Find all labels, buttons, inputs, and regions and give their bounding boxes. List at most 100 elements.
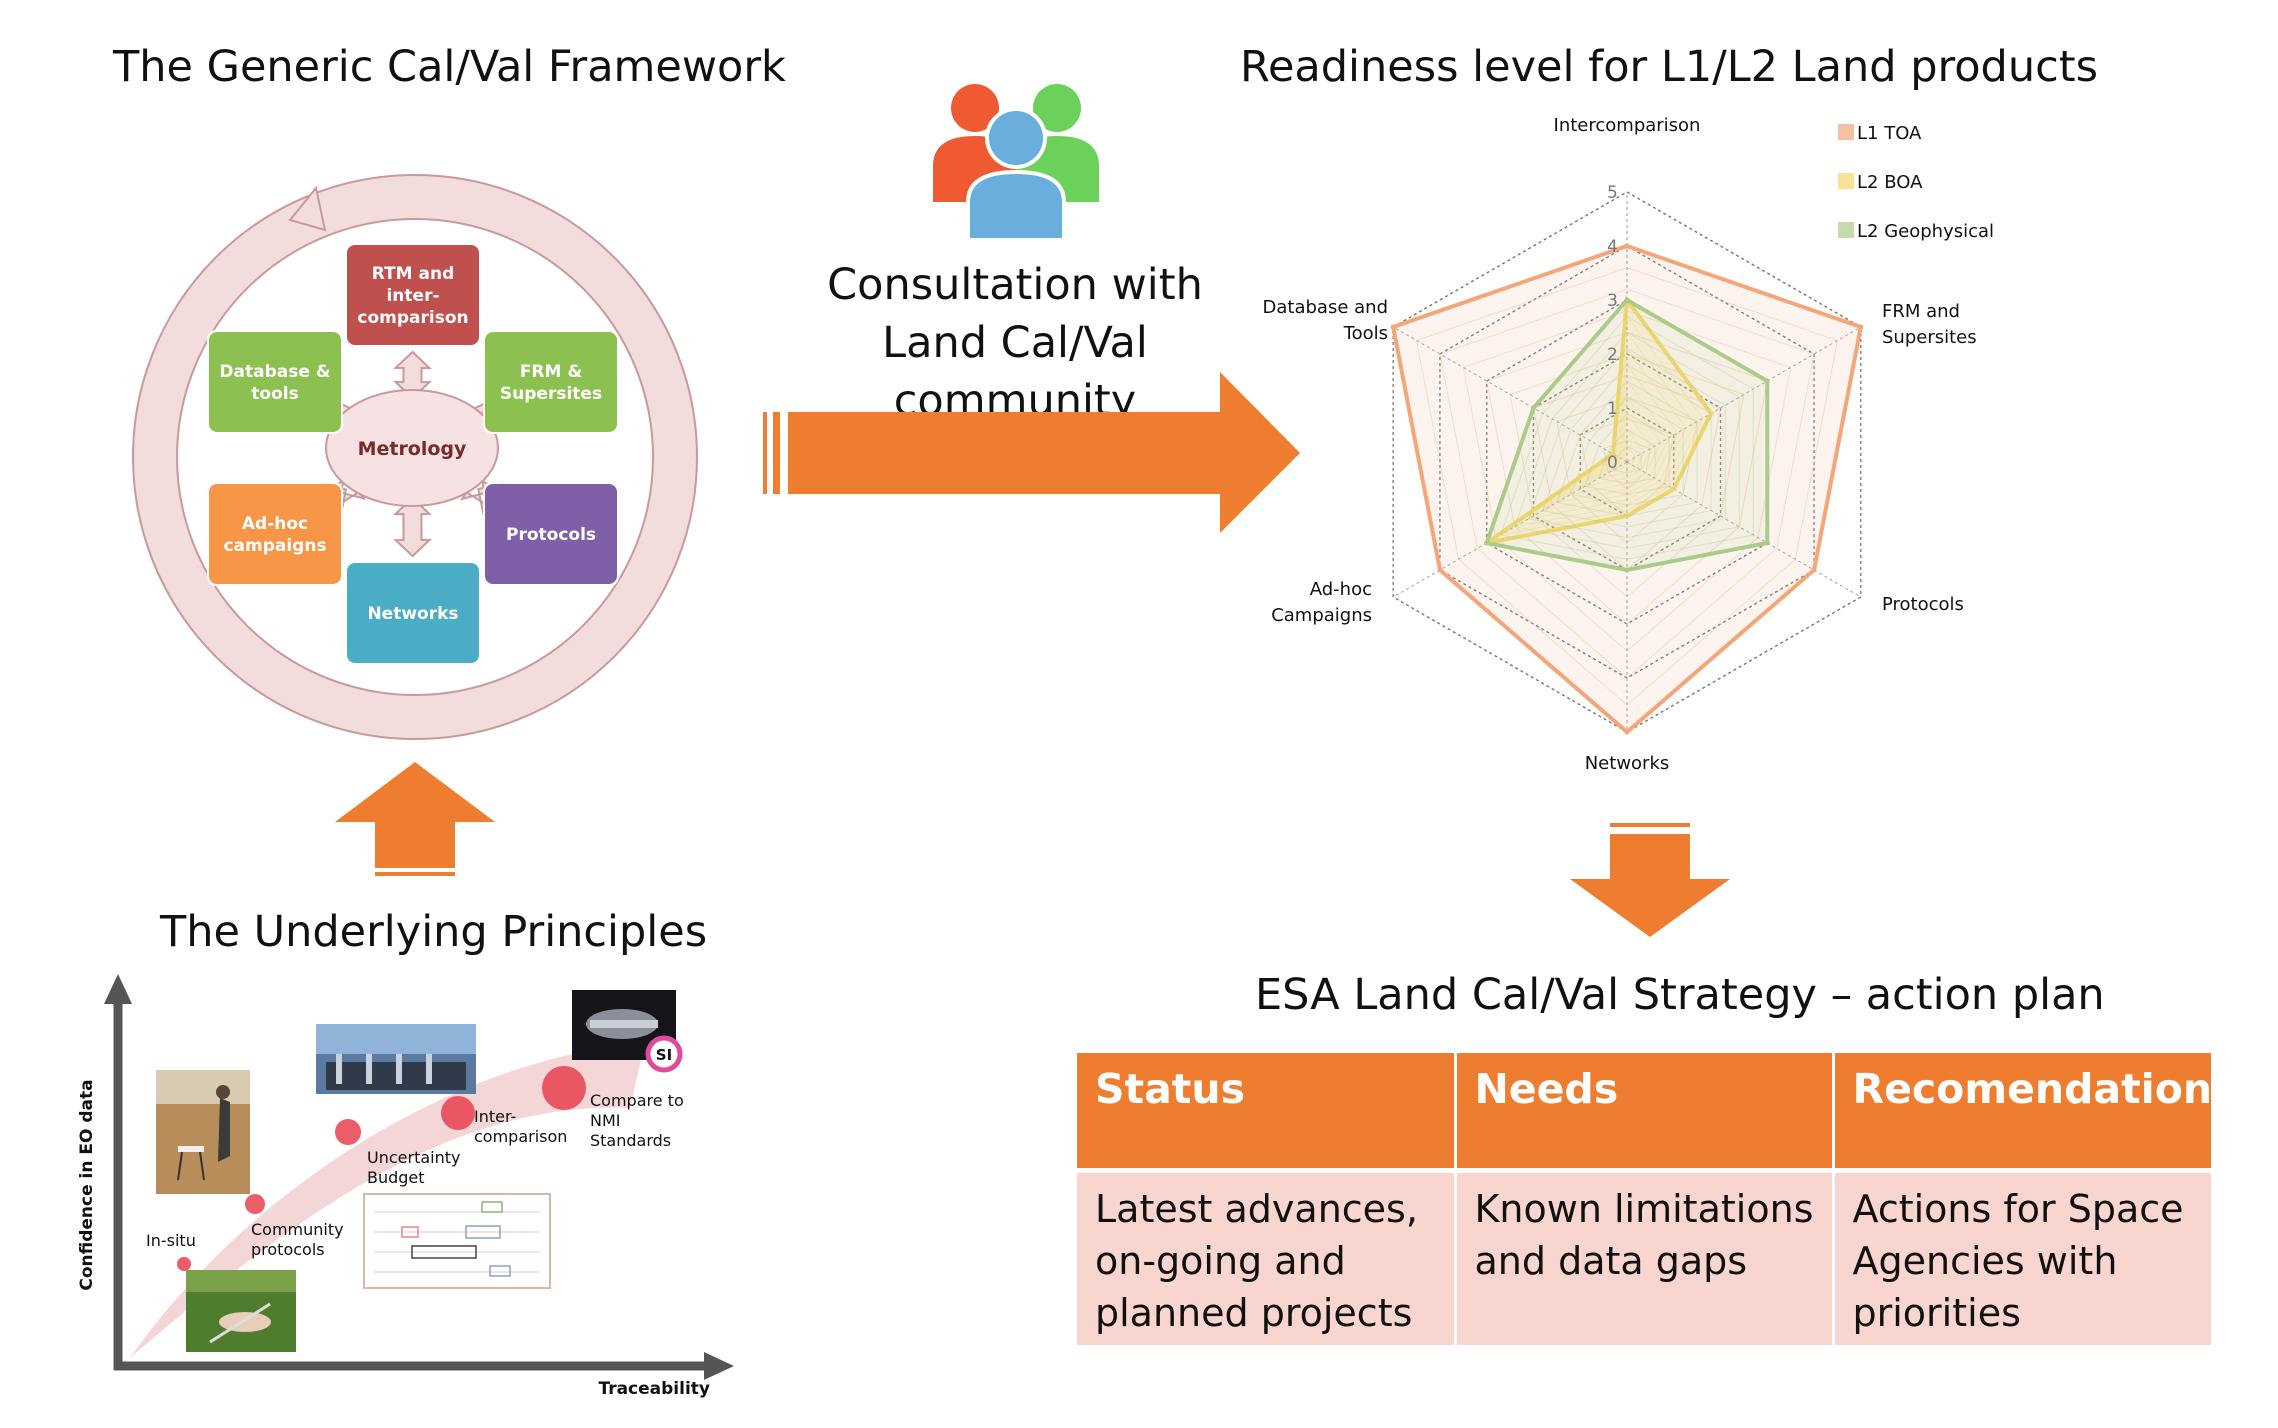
node-box (485, 484, 617, 584)
step-marker-icon (177, 1257, 191, 1271)
double-arrow-icon (392, 350, 433, 400)
radar-point (1624, 729, 1630, 735)
radar-point (1484, 540, 1490, 546)
step-marker-icon (335, 1119, 361, 1145)
framework-node-database: Database &tools (207, 330, 343, 434)
step-label-line: protocols (251, 1240, 325, 1259)
step-label-line: NMI (590, 1111, 621, 1130)
legend-label: L2 BOA (1857, 172, 1923, 193)
y-axis-arrowhead-icon (104, 974, 132, 1004)
radar-point (1764, 378, 1770, 384)
radar-point (1610, 451, 1616, 457)
radar-axis-label: Networks (1585, 753, 1670, 774)
principles-diagram: Confidence in EO data Traceability SI (77, 974, 734, 1399)
step-marker-icon (542, 1066, 586, 1110)
table-header-row: Status Needs Recomendations (1077, 1053, 2237, 1173)
radar-point (1624, 567, 1630, 573)
x-axis-arrowhead-icon (704, 1352, 734, 1380)
step-label-line: comparison (474, 1127, 567, 1146)
radar-axis-label: Supersites (1882, 327, 1977, 348)
legend-label: L1 TOA (1857, 123, 1922, 144)
radar-series-fill-ring (1556, 380, 1698, 517)
cell-line: planned projects (1095, 1290, 1413, 1335)
radar-axis-label: Tools (1343, 323, 1388, 344)
radar-series-fill-ring (1439, 288, 1815, 679)
consultation-line-1: Consultation with (827, 260, 1203, 310)
double-arrow-icon (392, 496, 433, 558)
legend-swatch (1838, 173, 1854, 189)
step-label-line: Community (251, 1220, 344, 1239)
cell-line: priorities (1852, 1290, 2021, 1335)
header-recommendations: Recomendations (1833, 1053, 2237, 1173)
radar-axis-label: Campaigns (1271, 605, 1372, 626)
radar-axis-label: Intercomparison (1554, 115, 1701, 136)
radar-tick-label: 3 (1607, 291, 1618, 311)
metrology-ellipse (325, 389, 499, 507)
lab-instrument-photo: SI (572, 990, 683, 1073)
cell-line: on-going and (1095, 1238, 1346, 1283)
node-label-line: FRM & (520, 362, 583, 382)
legend-label: L2 Geophysical (1857, 221, 1994, 242)
header-status: Status (1077, 1053, 1457, 1173)
grass-sampling-photo (186, 1270, 296, 1352)
ring-arrowhead-icon (288, 185, 327, 232)
radar-axis-label: Ad-hoc (1310, 579, 1372, 600)
framework-node-protocols: Protocols (483, 482, 619, 586)
desert-fieldwork-photo (156, 1070, 250, 1194)
node-label-line: Networks (367, 604, 458, 624)
node-box (209, 332, 341, 432)
step-marker-icon (441, 1096, 475, 1130)
readiness-title: Readiness level for L1/L2 Land products (1240, 42, 2098, 92)
cell-line: Latest advances, (1095, 1186, 1418, 1231)
radar-series-fill-ring (1570, 395, 1662, 495)
radar-series-fill-ring (1612, 444, 1637, 471)
down-arrow (1570, 823, 1730, 937)
legend-swatch (1838, 222, 1854, 238)
cell-recommendations: Actions for Space Agencies with prioriti… (1833, 1170, 2211, 1345)
radar-series-fill-ring (1556, 396, 1698, 544)
principles-swoosh (130, 1042, 645, 1358)
up-arrow (335, 762, 495, 876)
radar-series-fill-ring (1462, 310, 1792, 652)
header-needs: Needs (1455, 1053, 1835, 1173)
step-label-line: Inter- (474, 1107, 516, 1126)
si-badge-icon (645, 1035, 683, 1073)
node-label-line: inter- (386, 286, 439, 306)
node-label-line: RTM and (372, 264, 455, 284)
radar-series-fill-ring (1509, 353, 1745, 598)
si-badge: SI (656, 1046, 672, 1064)
instrument-array-photo (316, 1024, 476, 1094)
radar-axis-label: Protocols (1882, 594, 1964, 615)
node-label-line: comparison (357, 308, 468, 328)
step-label-line: Standards (590, 1131, 671, 1150)
radar-series-fill-ring (1603, 439, 1651, 490)
strategy-title: ESA Land Cal/Val Strategy – action plan (1255, 970, 2105, 1020)
radar-series-fill-ring (1542, 363, 1679, 512)
radar-series-2 (1484, 297, 1770, 573)
framework-node-frm: FRM &Supersites (483, 330, 619, 434)
radar-point (1624, 243, 1630, 249)
radar-series-fill-ring (1415, 267, 1839, 706)
radar-tick-label: 2 (1607, 345, 1618, 365)
metrology-label: Metrology (358, 438, 467, 460)
framework-title: The Generic Cal/Val Framework (113, 42, 786, 92)
radar-series-fill-ring (1514, 331, 1695, 528)
radar-series-fill-ring (1584, 412, 1653, 487)
consultation-arrow (763, 372, 1300, 533)
cell-line: Actions for Space (1852, 1186, 2184, 1231)
radar-tick-label: 5 (1607, 183, 1618, 203)
node-label-line: tools (251, 384, 298, 404)
step-label-line: Budget (367, 1168, 425, 1187)
framework-node-networks: Networks (345, 561, 481, 665)
radar-point (1390, 324, 1396, 330)
legend-swatch (1838, 124, 1854, 140)
step-label-line: Uncertainty (367, 1148, 460, 1167)
cell-status: Latest advances, on-going and planned pr… (1077, 1170, 1457, 1345)
node-label-line: campaigns (223, 536, 326, 556)
principles-title: The Underlying Principles (160, 907, 708, 957)
radar-series-fill-ring (1528, 347, 1726, 539)
x-axis-label: Traceability (598, 1379, 710, 1399)
